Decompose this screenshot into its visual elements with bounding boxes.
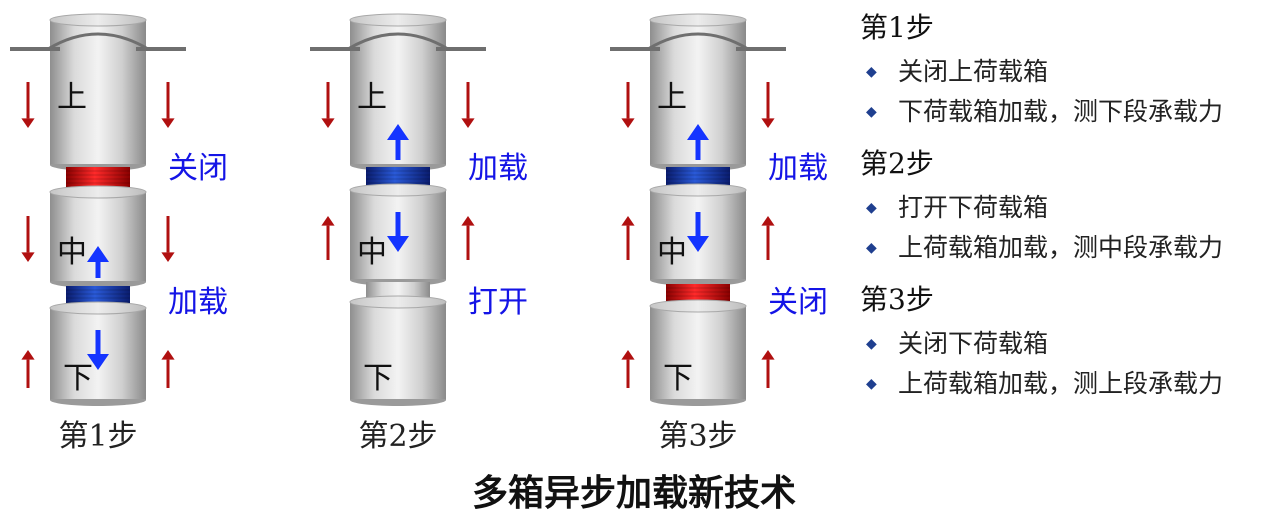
list-item-text: 上荷载箱加载，测中段承载力: [898, 233, 1224, 262]
upward-load-arrow: [87, 246, 109, 278]
step-description-panel: 第1步 ◆ 关闭上荷载箱 ◆ 下荷载箱加载，测下段承载力 第2步 ◆ 打开下荷载…: [860, 8, 1268, 416]
list-item: ◆ 关闭下荷载箱: [860, 324, 1268, 364]
downward-load-arrow: [87, 330, 109, 370]
list-item-text: 关闭下荷载箱: [898, 329, 1049, 358]
middle-segment-label: 中: [657, 235, 687, 270]
step-block-2: 第2步 ◆ 打开下荷载箱 ◆ 上荷载箱加载，测中段承载力: [860, 144, 1268, 268]
downward-load-arrow: [387, 212, 409, 252]
middle-pile-segment: [349, 183, 447, 286]
upward-force-arrow: [161, 350, 175, 388]
list-item: ◆ 上荷载箱加载，测上段承载力: [860, 364, 1268, 404]
upward-force-arrow: [761, 350, 775, 388]
panel-caption: 第1步: [58, 419, 137, 454]
upper-box-state-label: 关闭: [168, 151, 228, 186]
downward-force-arrow: [161, 82, 175, 128]
step-title: 第1步: [860, 11, 934, 44]
upward-load-arrow: [387, 124, 409, 160]
middle-segment-label: 中: [357, 235, 387, 270]
step-block-3: 第3步 ◆ 关闭下荷载箱 ◆ 上荷载箱加载，测上段承载力: [860, 280, 1268, 404]
downward-force-arrow: [761, 82, 775, 128]
diamond-bullet-icon: ◆: [866, 104, 877, 120]
diamond-bullet-icon: ◆: [866, 240, 877, 256]
upper-box-state-label: 加载: [768, 151, 828, 186]
middle-segment-label: 中: [57, 235, 87, 270]
upward-force-arrow: [621, 350, 635, 388]
step-block-1: 第1步 ◆ 关闭上荷载箱 ◆ 下荷载箱加载，测下段承载力: [860, 8, 1268, 132]
downward-force-arrow: [21, 82, 35, 128]
upward-force-arrow: [21, 350, 35, 388]
downward-force-arrow: [321, 82, 335, 128]
lower-pile-segment: [49, 301, 147, 406]
list-item: ◆ 打开下荷载箱: [860, 188, 1268, 228]
reference-beam: [10, 32, 186, 51]
lower-segment-label: 下: [663, 361, 693, 396]
upward-force-arrow: [461, 216, 475, 260]
lower-box-state-label: 关闭: [768, 285, 828, 320]
reference-beam: [610, 32, 786, 51]
list-item: ◆ 下荷载箱加载，测下段承载力: [860, 92, 1268, 132]
diamond-bullet-icon: ◆: [866, 64, 877, 80]
upper-pile-segment: [49, 13, 147, 171]
panel-caption: 第2步: [358, 419, 437, 454]
upper-segment-label: 上: [57, 80, 87, 115]
list-item-text: 关闭上荷载箱: [898, 57, 1049, 86]
diamond-bullet-icon: ◆: [866, 336, 877, 352]
upward-force-arrow: [621, 216, 635, 260]
lower-segment-label: 下: [63, 361, 93, 396]
downward-force-arrow: [161, 216, 175, 262]
lower-box-state-label: 加载: [168, 285, 228, 320]
lower-segment-label: 下: [363, 361, 393, 396]
upward-force-arrow: [761, 216, 775, 260]
lower-pile-segment: [349, 295, 447, 406]
step-title: 第3步: [860, 283, 934, 316]
lower-box-state-label: 打开: [468, 285, 528, 320]
upper-segment-label: 上: [657, 80, 687, 115]
list-item-text: 打开下荷载箱: [898, 193, 1049, 222]
list-item-text: 下荷载箱加载，测下段承载力: [898, 97, 1224, 126]
upward-load-arrow: [687, 124, 709, 160]
lower-pile-segment: [649, 299, 747, 406]
downward-force-arrow: [21, 216, 35, 262]
main-title: 多箱异步加载新技术: [471, 473, 796, 514]
upper-box-state-label: 加载: [468, 151, 528, 186]
diamond-bullet-icon: ◆: [866, 200, 877, 216]
diamond-bullet-icon: ◆: [866, 376, 877, 392]
list-item: ◆ 关闭上荷载箱: [860, 52, 1268, 92]
downward-load-arrow: [687, 212, 709, 252]
step-title: 第2步: [860, 147, 934, 180]
list-item-text: 上荷载箱加载，测上段承载力: [898, 369, 1224, 398]
upper-segment-label: 上: [357, 80, 387, 115]
list-item: ◆ 上荷载箱加载，测中段承载力: [860, 228, 1268, 268]
upward-force-arrow: [321, 216, 335, 260]
panel-caption: 第3步: [658, 419, 737, 454]
reference-beam: [310, 32, 486, 51]
downward-force-arrow: [621, 82, 635, 128]
downward-force-arrow: [461, 82, 475, 128]
